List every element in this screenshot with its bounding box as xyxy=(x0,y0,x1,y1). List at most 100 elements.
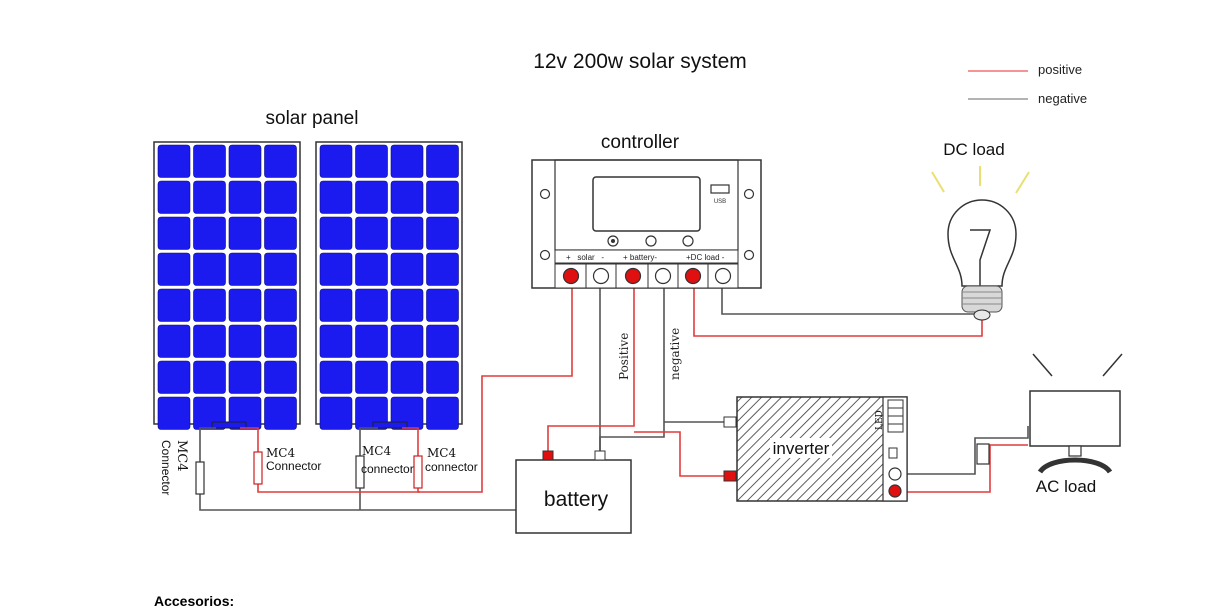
solar-panel-right-cell xyxy=(319,324,353,358)
solar-panel-right-cell xyxy=(319,288,353,322)
legend: positive negative xyxy=(968,62,1087,106)
solar-panel-left-cell xyxy=(157,180,191,214)
solar-panel-right-cell xyxy=(390,144,424,178)
ac-load-label: AC load xyxy=(1036,477,1096,496)
inverter-input-positive-terminal xyxy=(723,470,737,482)
solar-panel-right-cell xyxy=(426,360,459,394)
terminal-battery-positive xyxy=(624,267,642,285)
terminal-dcload-negative xyxy=(714,267,732,285)
mc4-connector-left-positive xyxy=(253,451,263,485)
controller-usb-label: USB xyxy=(714,199,726,205)
solar-panel-left-cell xyxy=(193,180,226,214)
solar-panel-left-cell xyxy=(193,288,226,322)
solar-panel-left-cell xyxy=(228,144,262,178)
solar-panel-right-cell xyxy=(319,216,353,250)
solar-panel-right-cell xyxy=(426,288,459,322)
mc4-connector-right-positive xyxy=(413,455,423,489)
wire-negative-label: negative xyxy=(668,328,682,380)
battery: battery xyxy=(515,450,632,534)
solar-panel-left-cell xyxy=(193,324,226,358)
mc4-left-vertical-label: MC4 xyxy=(174,440,189,472)
wire-positive-label: Positive xyxy=(617,333,631,380)
solar-panel-left-cell xyxy=(264,216,297,250)
solar-panel-right-cell xyxy=(390,360,424,394)
monitor-screen xyxy=(1029,390,1121,447)
battery-negative-terminal xyxy=(594,450,606,461)
solar-panel-left-cell xyxy=(193,144,226,178)
controller-mount-hole-top-right xyxy=(743,188,755,200)
controller-mount-hole-top-left xyxy=(539,188,551,200)
solar-panel-right-cell xyxy=(390,216,424,250)
solar-panel-right-cell xyxy=(390,252,424,286)
solar-panel-right-cell xyxy=(426,252,459,286)
solar-panel-left-cell xyxy=(264,288,297,322)
solar-panel-left-cell xyxy=(228,396,262,430)
solar-panel-right-cell xyxy=(426,324,459,358)
terminal-block xyxy=(554,263,739,289)
connector-a-label: Connector xyxy=(266,459,321,473)
solar-panel-left-cell xyxy=(264,144,297,178)
inverter-switch xyxy=(888,447,898,459)
solar-panel-left-cell xyxy=(228,360,262,394)
monitor-stand xyxy=(1037,457,1113,474)
bulb-ray xyxy=(1015,171,1030,194)
solar-panel-right xyxy=(315,141,463,430)
wire-acload-positive xyxy=(905,444,1028,493)
inverter-output-negative xyxy=(888,467,902,481)
solar-panel-left-cell xyxy=(193,252,226,286)
solar-panel-left-cell xyxy=(264,396,297,430)
solar-panel-right-cell xyxy=(355,288,388,322)
controller-button-2 xyxy=(682,235,694,247)
legend-negative-label: negative xyxy=(1038,91,1087,106)
solar-panel-left-cell xyxy=(228,288,262,322)
solar-panel-left-cell xyxy=(228,180,262,214)
solar-panel-right-cell xyxy=(355,396,388,430)
terminal-dcload-positive xyxy=(684,267,702,285)
inverter-label: inverter xyxy=(773,439,830,458)
solar-panel-right-cell xyxy=(355,252,388,286)
solar-panel-left-cell xyxy=(264,360,297,394)
ac-plug xyxy=(976,443,990,465)
terminal-solar-positive xyxy=(562,267,580,285)
solar-panel-right-cell xyxy=(390,288,424,322)
solar-panel-right-cell xyxy=(355,324,388,358)
solar-panel-right-cell xyxy=(355,216,388,250)
mc4-connector-right-negative xyxy=(355,455,365,489)
solar-panel-left-cell xyxy=(228,216,262,250)
solar-panel-right-junction-box xyxy=(372,421,408,429)
mc4-a-label: MC4 xyxy=(266,446,295,460)
solar-panel-left-cell xyxy=(264,252,297,286)
solar-panel-right-cell xyxy=(390,180,424,214)
footer-accessories-label: Accesorios: xyxy=(154,593,235,609)
solar-panel-right-cell xyxy=(426,216,459,250)
solar-panel-left-cell xyxy=(157,324,191,358)
solar-panel-right-cell xyxy=(426,396,459,430)
terminal-solar-label: + solar - xyxy=(566,253,604,262)
wire-solar-positive-to-controller xyxy=(418,282,573,493)
bulb-base xyxy=(961,285,1003,313)
light-bulb-icon xyxy=(931,166,1030,321)
monitor-neck xyxy=(1068,445,1082,457)
solar-panel-left-cell xyxy=(264,180,297,214)
solar-panel-right-cell xyxy=(426,144,459,178)
controller-indicator-icon-center xyxy=(611,239,615,243)
monitor-ray xyxy=(1102,353,1123,377)
charge-controller: USB + solar - + battery- +DC load - xyxy=(531,159,762,289)
mc4-connectors xyxy=(195,451,423,495)
solar-panel-right-cell xyxy=(319,144,353,178)
solar-panel-left-cell xyxy=(193,396,226,430)
bulb-glass xyxy=(947,199,1017,287)
connector-left-vertical-label: Connector xyxy=(159,440,173,495)
mc4-connector-left-negative xyxy=(195,461,205,495)
inverter-input-negative-terminal xyxy=(723,416,737,428)
monitor-icon xyxy=(1029,353,1123,474)
connector-c-label: connector xyxy=(425,460,478,474)
terminal-battery-label: + battery- xyxy=(623,253,657,262)
bulb-ray xyxy=(931,171,945,193)
solar-panel-left-cell xyxy=(228,252,262,286)
battery-body xyxy=(515,459,632,534)
monitor-ray xyxy=(1032,353,1053,377)
solar-panel-right-cell xyxy=(355,180,388,214)
inverter-label-background xyxy=(770,438,832,458)
